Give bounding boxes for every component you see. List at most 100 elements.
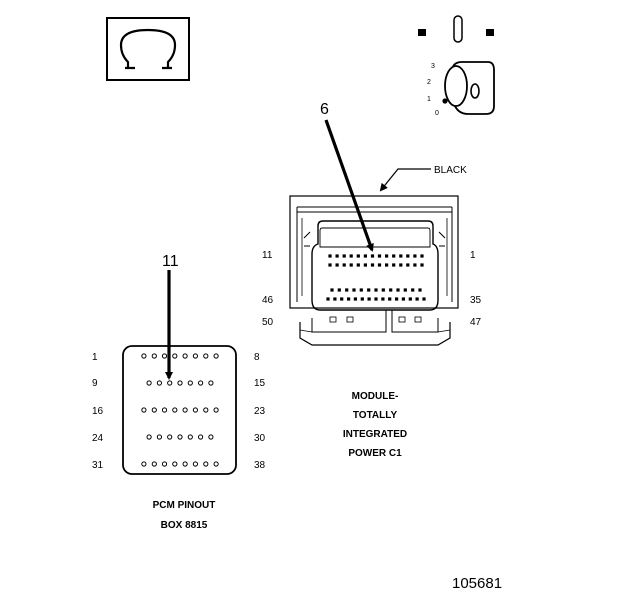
connector-pin <box>367 297 371 301</box>
color-leader-arrow <box>379 168 431 192</box>
pcm-pin <box>141 407 147 413</box>
row-label-right-3: 23 <box>254 406 266 417</box>
connector-pin <box>345 288 349 292</box>
connector-pin <box>396 288 400 292</box>
pcm-pin <box>161 407 168 413</box>
pcm-pin <box>192 407 198 413</box>
pcm-pin <box>182 461 188 467</box>
row-label-left-2: 9 <box>92 378 98 389</box>
connector-pin <box>349 254 353 258</box>
connector-pin <box>377 254 382 258</box>
connector-pin <box>381 288 385 292</box>
pcm-pin <box>172 353 178 359</box>
connector-pin <box>335 254 339 258</box>
connector-pin-field <box>326 254 426 301</box>
connector-pin <box>335 263 339 267</box>
connector-pin <box>381 297 385 301</box>
connector-pin <box>395 297 399 301</box>
pcm-pin <box>172 407 178 413</box>
connector-pin <box>326 297 330 301</box>
pcm-pin <box>167 380 173 386</box>
off-marker-icon <box>418 29 426 36</box>
pcm-pin <box>146 380 152 386</box>
connector-pin <box>420 263 424 267</box>
connector-pin <box>363 263 367 267</box>
connector-pin <box>356 254 360 258</box>
pcm-pin <box>182 353 188 359</box>
connector-pin <box>370 254 375 258</box>
key-position-2: 2 <box>427 79 431 86</box>
connector-pin <box>413 254 417 258</box>
pin-label-47: 47 <box>470 317 482 328</box>
connector-pin <box>406 254 410 258</box>
pinout-caption-line-1: PCM PINOUT <box>153 500 216 511</box>
figure-number: 105681 <box>452 575 502 592</box>
pcm-pin <box>198 380 204 386</box>
neutral-marker-icon <box>453 15 463 43</box>
connector-pin <box>422 297 426 301</box>
pcm-pin <box>198 434 204 440</box>
ignition-switch: 3 2 1 0 <box>418 15 495 117</box>
pcm-pin <box>161 353 168 359</box>
pcm-pin <box>151 461 157 467</box>
connector-pin <box>415 297 419 301</box>
pcm-pin <box>156 380 162 386</box>
pcm-pin <box>213 461 219 467</box>
pcm-pin <box>208 434 214 440</box>
pin-label-35: 35 <box>470 295 482 306</box>
connector-pin <box>359 288 363 292</box>
connector-pin <box>356 263 360 267</box>
connector-color-label: BLACK <box>434 165 467 176</box>
key-position-3: 3 <box>431 63 435 70</box>
connector-pin <box>392 254 396 258</box>
key-position-1: 1 <box>427 96 431 103</box>
connector-caption-line-2: TOTALLY <box>353 410 398 421</box>
pcm-pin <box>161 461 168 467</box>
row-label-right-2: 15 <box>254 378 266 389</box>
connector-callout-number: 6 <box>320 101 329 118</box>
row-label-left-4: 24 <box>92 433 104 444</box>
connector-pin <box>399 254 403 258</box>
pcm-pin <box>187 380 193 386</box>
connector-callout-arrow <box>324 119 374 252</box>
key-position-0: 0 <box>435 110 439 117</box>
pin-label-46: 46 <box>262 295 274 306</box>
connector-pin <box>349 263 353 267</box>
pcm-pin <box>177 434 183 440</box>
pinout-callout-number: 11 <box>162 253 179 270</box>
row-label-left-5: 31 <box>92 460 104 471</box>
connector-pin <box>360 297 364 301</box>
connector-pin <box>328 263 332 267</box>
pcm-pin <box>208 380 214 386</box>
pin-label-11: 11 <box>262 250 273 261</box>
connector-pin <box>403 288 407 292</box>
connector-pin <box>406 263 410 267</box>
pcm-pin <box>213 353 219 359</box>
pcm-pin <box>167 434 173 440</box>
row-label-right-4: 30 <box>254 433 266 444</box>
connector-pin <box>408 297 412 301</box>
ohm-symbol-box <box>106 17 190 81</box>
connector-pin <box>385 263 389 267</box>
connector-pin <box>342 263 346 267</box>
pin-label-1: 1 <box>470 250 476 261</box>
row-label-left-1: 1 <box>92 352 98 363</box>
connector-pin <box>352 288 356 292</box>
connector-pin <box>347 297 351 301</box>
connector-caption-line-4: POWER C1 <box>348 448 402 459</box>
pin-label-50: 50 <box>262 317 274 328</box>
connector-caption-line-1: MODULE- <box>352 391 399 402</box>
connector-pin <box>370 263 375 267</box>
connector-pin <box>333 297 337 301</box>
connector-pin <box>374 288 378 292</box>
connector-pin <box>418 288 422 292</box>
row-label-left-3: 16 <box>92 406 104 417</box>
omega-icon <box>119 28 177 70</box>
pcm-pin <box>141 353 147 359</box>
row-label-right-1: 8 <box>254 352 260 363</box>
connector-pin <box>340 297 344 301</box>
connector-pin <box>399 263 403 267</box>
connector-pin <box>411 288 415 292</box>
pcm-pin <box>151 407 157 413</box>
